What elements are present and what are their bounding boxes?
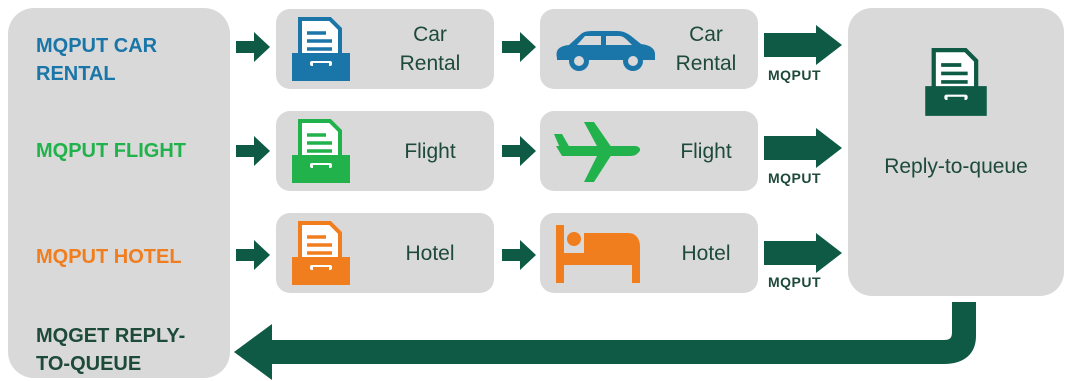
arrow-car-queue-to-service (502, 32, 536, 62)
arrow-to-car-queue (236, 32, 270, 62)
arrow-hotel-service-to-reply-queue (764, 233, 842, 273)
car-icon (556, 31, 655, 71)
arrow-to-hotel-queue (236, 240, 270, 270)
mqput-flight-label: MQPUT FLIGHT (36, 140, 186, 162)
mqput-car-rental-label: MQPUT CAR RENTAL (36, 32, 157, 88)
mqput-label-hotel: MQPUT (768, 274, 822, 290)
arrow-flight-service-to-reply-queue (764, 128, 842, 168)
reply-to-queue-label: Reply-to-queue (884, 155, 1028, 178)
mqget-line1: MQGET REPLY- (36, 325, 186, 347)
arrow-hotel-queue-to-service (502, 240, 536, 270)
flight-service-label: Flight (680, 140, 732, 163)
car-rental-service-label: Car Rental (656, 20, 756, 78)
return-arrow-to-application (234, 302, 976, 380)
hotel-service-label: Hotel (681, 242, 731, 265)
arrow-to-flight-queue (236, 136, 270, 166)
car-service-label-line1: Car (689, 23, 723, 46)
car-service-label-line2: Rental (675, 52, 737, 75)
arrow-flight-queue-to-service (502, 136, 536, 166)
application-panel (8, 8, 230, 378)
mqput-label-car: MQPUT (768, 67, 822, 83)
arrow-car-service-to-reply-queue (764, 25, 842, 65)
car-rental-queue-label: Car Rental (380, 20, 480, 78)
mqput-label-flight: MQPUT (768, 170, 822, 186)
flight-queue-label: Flight (404, 140, 456, 163)
car-queue-label-line2: Rental (399, 52, 461, 75)
airplane-icon (554, 122, 641, 182)
car-queue-label-line1: Car (413, 23, 447, 46)
mqget-reply-to-queue-label: MQGET REPLY- TO-QUEUE (36, 322, 185, 378)
hotel-queue-label: Hotel (405, 242, 455, 265)
mqget-line2: TO-QUEUE (36, 353, 142, 375)
mqput-car-rental-line2: RENTAL (36, 63, 116, 85)
bed-icon (556, 225, 640, 283)
reply-queue-inbox-tray-icon (925, 48, 987, 116)
mqput-hotel-label: MQPUT HOTEL (36, 246, 182, 268)
mqput-car-rental-line1: MQPUT CAR (36, 35, 158, 57)
car-queue-inbox-tray-icon (292, 17, 350, 81)
hotel-queue-inbox-tray-icon (292, 221, 350, 285)
flight-queue-inbox-tray-icon (292, 119, 350, 183)
